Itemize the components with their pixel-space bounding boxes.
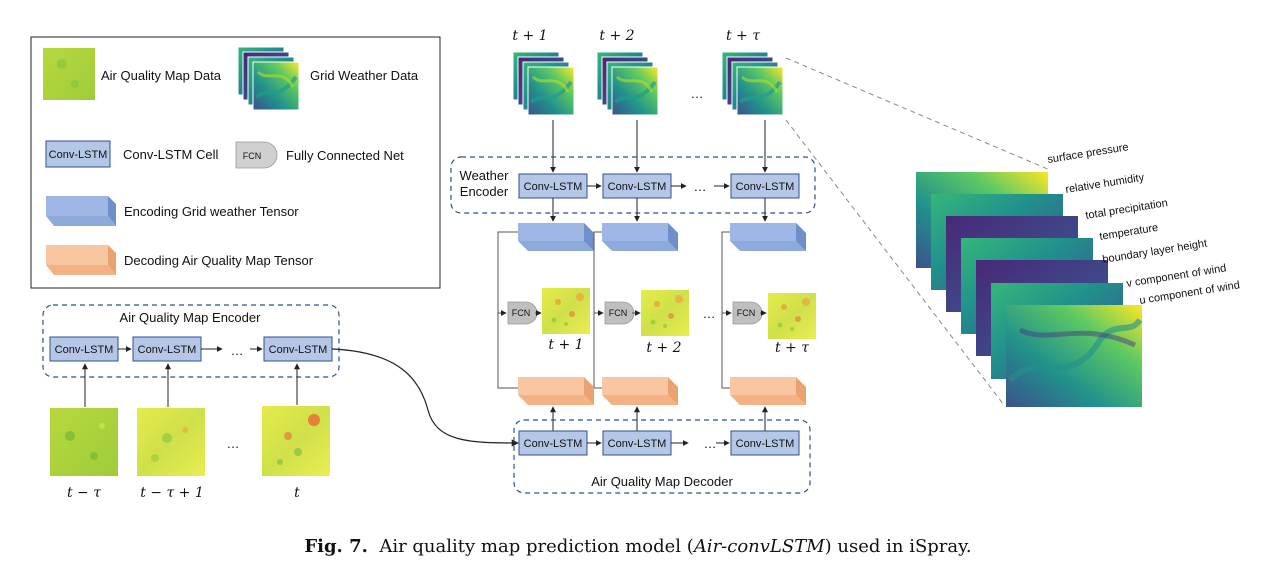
figure-caption: Fig. 7. Air quality map prediction model… (0, 536, 1276, 557)
decoder-conv-lstm-cell-2: Conv-LSTM (602, 430, 672, 456)
decoding-tensor-1 (518, 377, 594, 405)
legend-fcn-icon: FCN (235, 141, 278, 169)
input-time-label-2: t − τ + 1 (140, 485, 204, 501)
weather-conv-lstm-cell-1: Conv-LSTM (518, 173, 588, 199)
decoding-tensor-2 (602, 377, 678, 405)
weather-encoder-title-line2: Encoder (460, 184, 509, 199)
legend-air-quality-map-icon (43, 48, 95, 100)
connector-loop-3 (721, 231, 730, 389)
zoom-line-top (785, 57, 1051, 171)
input-map-t-minus-tau-plus-1 (137, 408, 205, 476)
decoder-conv-lstm-cell-1-text: Conv-LSTM (524, 438, 583, 450)
weather-stack-2 (595, 50, 660, 117)
fcn-block-1-text: FCN (512, 308, 531, 318)
caption-model-name: Air-convLSTM (693, 536, 825, 557)
air-quality-encoder-title: Air Quality Map Encoder (120, 310, 262, 325)
encoding-tensor-2 (602, 223, 678, 251)
legend-fcn-icon-text: FCN (243, 151, 262, 161)
weather-conv-lstm-cell-3: Conv-LSTM (730, 173, 800, 199)
decoder-conv-lstm-cell-3: Conv-LSTM (730, 430, 800, 456)
encoder-conv-lstm-cell-3: Conv-LSTM (263, 336, 333, 362)
weather-stack-3 (720, 50, 785, 117)
encoding-tensor-3 (730, 223, 806, 251)
weather-layer-label-3: total precipitation (1085, 197, 1169, 222)
predicted-map-1 (542, 288, 590, 334)
input-time-label-1: t − τ (67, 485, 101, 501)
legend-box (30, 36, 441, 289)
weather-layer-label-5: boundary layer height (1102, 238, 1208, 266)
legend-decoding-tensor-label: Decoding Air Quality Map Tensor (124, 253, 314, 268)
weather-layer-label-1: surface pressure (1047, 141, 1130, 166)
decoder-ellipsis: … (704, 436, 717, 451)
air-quality-decoder-title: Air Quality Map Decoder (591, 474, 733, 489)
weather-encoder-ellipsis: … (694, 179, 707, 194)
fcn-block-1: FCN (507, 301, 538, 325)
weather-layers-stack (916, 172, 1143, 407)
predicted-map-3 (768, 293, 816, 339)
weather-conv-lstm-cell-2: Conv-LSTM (602, 173, 672, 199)
weather-conv-lstm-cell-2-text: Conv-LSTM (608, 181, 667, 193)
weather-encoder-box (450, 156, 816, 214)
prediction-time-label-1: t + 1 (548, 337, 583, 353)
prediction-ellipsis: … (703, 306, 716, 321)
decoder-conv-lstm-cell-1: Conv-LSTM (518, 430, 588, 456)
weather-encoder-title-line1: Weather (460, 168, 510, 183)
weather-time-label-2: t + 2 (599, 28, 634, 44)
encoder-to-decoder-connector (331, 348, 519, 447)
weather-stack-1 (511, 50, 576, 117)
legend-decoding-tensor-icon (46, 245, 116, 275)
prediction-time-label-2: t + 2 (646, 340, 681, 356)
weather-layer-label-4: temperature (1099, 222, 1159, 243)
legend-air-quality-map-label: Air Quality Map Data (101, 68, 222, 83)
encoder-conv-lstm-cell-3-text: Conv-LSTM (269, 344, 328, 356)
input-time-label-3: t (294, 485, 300, 501)
decoder-conv-lstm-cell-2-text: Conv-LSTM (608, 438, 667, 450)
encoding-tensor-1 (518, 223, 594, 251)
decoding-tensor-3 (730, 377, 806, 405)
input-map-t-minus-tau (50, 408, 118, 476)
caption-text-before: Air quality map prediction model ( (379, 536, 694, 557)
weather-layer-label-2: relative humidity (1065, 172, 1146, 196)
fcn-block-2-text: FCN (609, 308, 628, 318)
weather-time-label-3: t + τ (726, 28, 760, 44)
encoder-conv-lstm-cell-1-text: Conv-LSTM (55, 344, 114, 356)
input-ellipsis: … (227, 436, 240, 451)
connector-loop-1 (497, 231, 518, 389)
weather-stack-ellipsis: … (691, 86, 704, 101)
air-quality-decoder-box (513, 419, 811, 494)
legend-grid-weather-label: Grid Weather Data (310, 68, 419, 83)
encoder-conv-lstm-cell-1: Conv-LSTM (49, 336, 119, 362)
legend-conv-lstm-label: Conv-LSTM Cell (123, 147, 218, 162)
predicted-map-2 (641, 290, 689, 336)
decoder-conv-lstm-cell-3-text: Conv-LSTM (736, 438, 795, 450)
fcn-block-2: FCN (604, 301, 635, 325)
weather-conv-lstm-cell-1-text: Conv-LSTM (524, 181, 583, 193)
legend-encoding-tensor-icon (46, 196, 116, 226)
legend-grid-weather-icon (236, 45, 301, 112)
connector-loop-2 (593, 231, 602, 389)
fcn-block-3: FCN (732, 301, 763, 325)
legend-conv-lstm-icon: Conv-LSTM (45, 140, 111, 168)
weather-time-label-1: t + 1 (512, 28, 547, 44)
zoom-line-bottom (785, 119, 1005, 406)
legend-encoding-tensor-label: Encoding Grid weather Tensor (124, 204, 299, 219)
encoder-conv-lstm-cell-2: Conv-LSTM (132, 336, 202, 362)
caption-figure-number: Fig. 7. (304, 536, 368, 557)
legend-conv-lstm-icon-text: Conv-LSTM (49, 149, 108, 161)
encoder-ellipsis: … (231, 343, 244, 358)
air-quality-encoder-box (42, 304, 340, 378)
weather-conv-lstm-cell-3-text: Conv-LSTM (736, 181, 795, 193)
fcn-block-3-text: FCN (737, 308, 756, 318)
prediction-time-label-3: t + τ (775, 340, 809, 356)
legend-fcn-label: Fully Connected Net (286, 148, 404, 163)
encoder-conv-lstm-cell-2-text: Conv-LSTM (138, 344, 197, 356)
caption-text-after: ) used in iSpray. (824, 536, 972, 557)
input-map-t (262, 406, 330, 476)
